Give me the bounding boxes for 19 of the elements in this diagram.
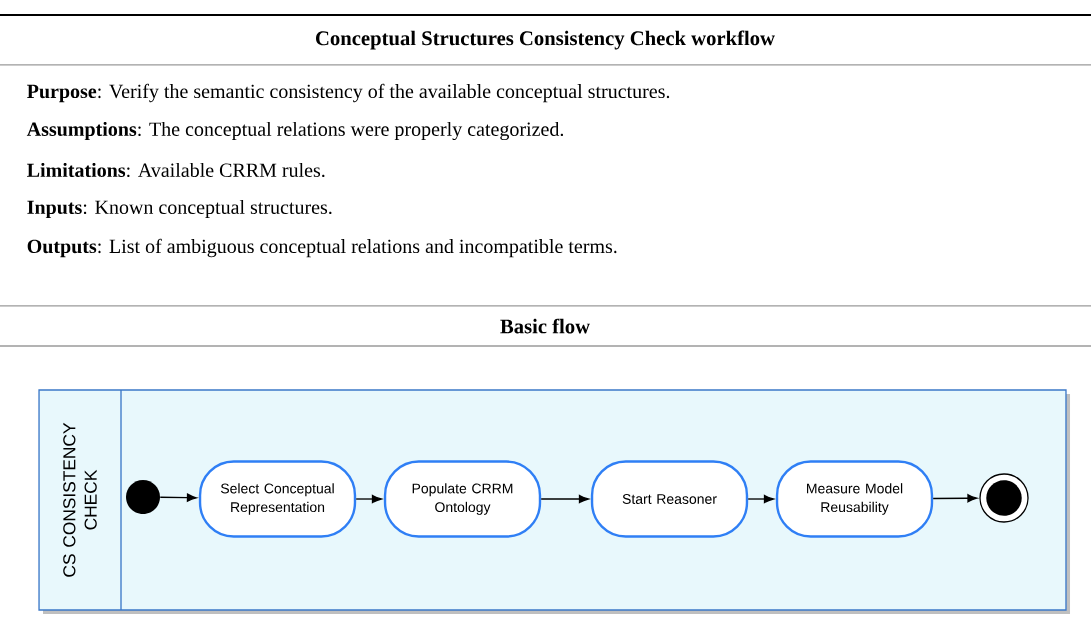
arrow xyxy=(932,494,978,503)
field-text: Outputs: List of ambiguous conceptual relations and incompatible terms. xyxy=(27,238,617,258)
field-text: Assumptions: The conceptual relations were properly categorized. xyxy=(26,121,564,141)
arrow xyxy=(747,494,774,504)
section-heading: Basic flow xyxy=(500,318,590,334)
end-node xyxy=(979,473,1029,523)
arrow xyxy=(540,494,589,504)
arrow xyxy=(355,494,382,504)
action-box: Measure Model Reusability xyxy=(775,460,934,538)
title: Conceptual Structures Consistency Check workflow xyxy=(316,30,775,50)
lane-header: CS CONSISTENCY CHECK xyxy=(63,422,97,577)
start-node xyxy=(126,480,160,514)
arrow xyxy=(159,493,197,502)
field-text: Purpose: Verify the semantic consistency of the available conceptual structures. xyxy=(27,83,670,103)
field-text: Limitations: Available CRRM rules. xyxy=(27,162,325,178)
field-text: Inputs: Known conceptual structures. xyxy=(27,199,332,219)
action-box: Start Reasoner xyxy=(590,460,749,538)
action-box: Select Conceptual Representation xyxy=(198,460,357,538)
action-box: Populate CRRM Ontology xyxy=(383,460,542,538)
